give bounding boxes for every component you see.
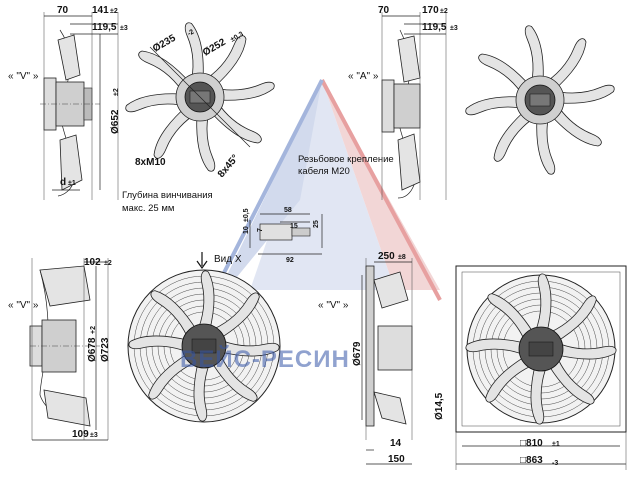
dim-109-tol: ±3 xyxy=(90,432,98,439)
dim-141-tol: ±2 xyxy=(110,8,118,15)
dim-810-tol: ±1 xyxy=(552,441,560,448)
dim-70-top-left: 70 xyxy=(57,5,69,16)
dim-863: □863 xyxy=(520,455,543,466)
dim-252: Ø252 xyxy=(201,37,228,59)
connector-detail xyxy=(249,213,323,255)
dim-235-tol: -2 xyxy=(187,29,196,38)
view-label-a: « "A" » xyxy=(348,71,379,82)
dim-10: 10 xyxy=(243,226,250,234)
dim-170: 170 xyxy=(422,5,439,16)
front-view-top-center xyxy=(123,20,277,174)
view-label-v-mid-left: « "V" » xyxy=(8,300,39,311)
side-view-mid-left xyxy=(29,258,109,441)
dim-119-5-tol-top-right: ±3 xyxy=(450,25,458,32)
dim-15: 15 xyxy=(290,223,298,230)
dim-250: 250 xyxy=(378,251,395,262)
dim-678-tol: +2 xyxy=(90,326,97,334)
cable-note-line-1: Резьбовое крепление xyxy=(298,154,394,165)
view-arrow-icon xyxy=(196,252,208,270)
dim-119-5-tol-top-left: ±3 xyxy=(120,25,128,32)
dim-119-5-top-right: 119,5 xyxy=(422,22,447,33)
dim-810: □810 xyxy=(520,438,543,449)
grille-view-center xyxy=(126,268,282,424)
dim-angle: 8x45° xyxy=(216,153,241,180)
depth-note-line-1: Глубина винчивания xyxy=(122,190,213,201)
dim-235: Ø235 xyxy=(151,33,178,55)
cable-note-line-2: кабеля M20 xyxy=(298,166,350,177)
dim-652: Ø652 xyxy=(110,109,121,134)
dim-d-tol: ±1 xyxy=(68,180,76,187)
dim-652-tol: ±2 xyxy=(113,88,120,96)
dim-250-tol: ±8 xyxy=(398,254,406,261)
watermark-text: ВЕЙС-РЕСИН xyxy=(180,345,350,373)
side-view-top-left xyxy=(40,12,119,200)
view-label-v-mid-right: « "V" » xyxy=(318,300,349,311)
dim-150: 150 xyxy=(388,454,405,465)
dim-109: 109 xyxy=(72,429,89,440)
dim-119-5-top-left: 119,5 xyxy=(92,22,117,33)
dim-678: Ø678 xyxy=(87,337,98,362)
dim-102-tol: ±2 xyxy=(104,260,112,267)
dim-170-tol: ±2 xyxy=(440,8,448,15)
dim-7: 7 xyxy=(257,228,264,232)
side-view-top-right xyxy=(381,12,447,200)
dim-102: 102 xyxy=(84,257,101,268)
dim-25: 25 xyxy=(313,220,320,228)
dim-10-tol: ±0,5 xyxy=(243,208,250,222)
view-label-x: Вид X xyxy=(214,254,242,265)
dim-141: 141 xyxy=(92,5,109,16)
dim-723: Ø723 xyxy=(100,337,111,362)
side-view-mid-right xyxy=(361,258,413,465)
dim-d: d xyxy=(60,177,66,188)
depth-note-line-2: макс. 25 мм xyxy=(122,203,174,214)
dim-58: 58 xyxy=(284,207,292,214)
dim-14-5: Ø14,5 xyxy=(434,392,445,420)
dim-92: 92 xyxy=(286,257,294,264)
dim-14: 14 xyxy=(390,438,402,449)
square-frame-view xyxy=(455,265,627,470)
front-view-top-right xyxy=(463,23,617,177)
dim-863-tol: -3 xyxy=(552,460,558,467)
dim-8xm10: 8xM10 xyxy=(135,157,166,168)
view-label-v-top-left: « "V" » xyxy=(8,71,39,82)
dim-679: Ø679 xyxy=(352,341,363,366)
dim-70-top-right: 70 xyxy=(378,5,390,16)
